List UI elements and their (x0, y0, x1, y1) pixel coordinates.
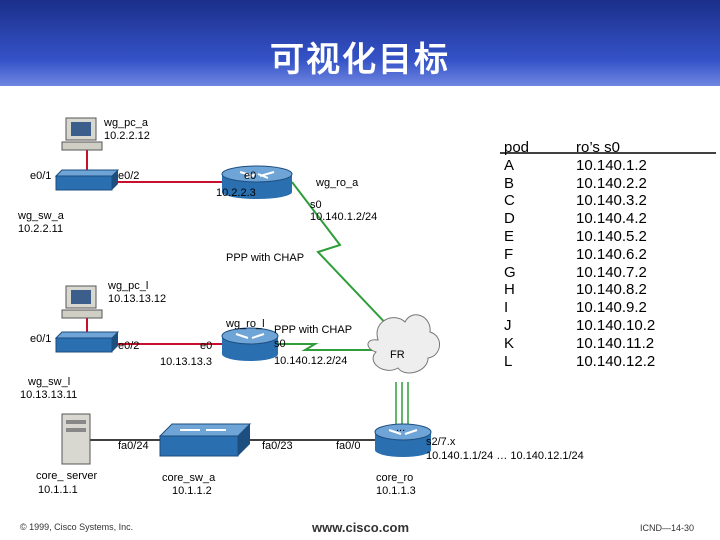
pod-cell: F (504, 245, 514, 263)
ro-l-port-e0: e0 (200, 340, 213, 352)
pc-a-name: wg_pc_a (104, 117, 149, 129)
sw-a-name: wg_sw_a (18, 210, 64, 222)
sw-a-ip: 10.2.2.11 (18, 223, 64, 235)
sw-l-port-e02: e0/2 (118, 340, 140, 352)
pod-cell: E (504, 227, 515, 245)
page-number: ICND—14-30 (640, 523, 695, 533)
ro-s0-cell: 10.140.4.2 (576, 210, 647, 228)
ro-a-name: wg_ro_a (316, 177, 359, 189)
core-ro-port-fa00: fa0/0 (336, 440, 361, 452)
ro-l-port-s0: s0 (274, 338, 286, 350)
pc-a-ip: 10.2.2.12 (104, 130, 150, 142)
ro-a-e0-ip: 10.2.2.3 (216, 187, 256, 199)
ro-s0-cell: 10.140.9.2 (576, 299, 647, 317)
title-band (0, 0, 720, 86)
switch-icon-core (158, 423, 252, 457)
ppp-label-a: PPP with CHAP (226, 252, 305, 264)
router-icon-l (221, 327, 279, 361)
core-ro-s2-label: s2/7.x (426, 436, 456, 448)
sw-l-name: wg_sw_l (28, 376, 71, 388)
sw-a-port-e01: e0/1 (30, 170, 52, 182)
fr-label: FR (390, 349, 405, 361)
ro-s0-cell: 10.140.8.2 (576, 281, 647, 299)
pod-cell: B (504, 174, 515, 192)
core-server-ip: 10.1.1.1 (38, 484, 78, 496)
pod-cell: A (504, 156, 515, 174)
slide-title: 可视化目标 (270, 40, 450, 80)
ro-a-port-e0: e0 (244, 170, 257, 182)
core-ro-ip: 10.1.1.3 (376, 485, 416, 497)
pod-cell: J (504, 316, 512, 334)
pod-cell: H (504, 281, 515, 299)
sw-a-port-e02: e0/2 (118, 170, 140, 182)
core-ro-s2-range: 10.140.1.1/24 … 10.140.12.1/24 (426, 450, 584, 462)
fr-dots: ... (396, 422, 406, 434)
pod-header: pod (504, 139, 530, 156)
ro-a-s0-ip: 10.140.1.2/24 (310, 211, 378, 223)
core-sw-ip: 10.1.1.2 (172, 485, 212, 497)
ro-s0-cell: 10.140.7.2 (576, 263, 647, 281)
router-icon-a (221, 165, 293, 199)
pc-l-name: wg_pc_l (108, 280, 149, 292)
ro-s0-cell: 10.140.10.2 (576, 316, 656, 334)
copyright: © 1999, Cisco Systems, Inc. (20, 522, 134, 532)
link-ppp-ro-a (291, 181, 393, 331)
switch-icon-a (54, 169, 120, 191)
core-server-name: core_ server (36, 470, 98, 482)
core-ro-name: core_ro (376, 472, 414, 484)
footer-url: www.cisco.com (312, 520, 410, 535)
core-sw-port-fa024: fa0/24 (118, 440, 149, 452)
frame-relay-cloud-icon (367, 314, 440, 374)
core-sw-name: core_sw_a (162, 472, 216, 484)
ro-s0-cell: 10.140.1.2 (576, 156, 647, 174)
ro-s0-cell: 10.140.6.2 (576, 245, 647, 263)
pc-icon-l (61, 285, 103, 319)
pod-cell: L (504, 352, 513, 370)
ro-l-s0-ip: 10.140.12.2/24 (274, 355, 348, 367)
link-ppp-ro-l (275, 343, 372, 351)
pod-cell: I (504, 299, 509, 317)
ro-l-name: wg_ro_l (226, 318, 265, 330)
core-sw-port-fa023: fa0/23 (262, 440, 293, 452)
ro-s0-cell: 10.140.12.2 (576, 352, 656, 370)
ro-s0-cell: 10.140.3.2 (576, 192, 647, 210)
pc-icon-a (61, 117, 103, 151)
ro-s0-cell: 10.140.11.2 (576, 334, 655, 352)
ppp-label-l: PPP with CHAP (274, 324, 353, 336)
router-icon-core (374, 423, 432, 457)
ro-s0-header: ro’s s0 (576, 139, 620, 156)
server-icon (61, 413, 91, 465)
sw-l-port-e01: e0/1 (30, 333, 52, 345)
switch-icon-l (54, 331, 120, 353)
pod-cell: C (504, 192, 515, 210)
pod-cell: G (504, 263, 516, 281)
pod-cell: D (504, 210, 515, 228)
ro-s0-cell: 10.140.2.2 (576, 174, 647, 192)
pod-cell: K (504, 334, 515, 352)
ro-l-e0-ip: 10.13.13.3 (160, 356, 212, 368)
pc-l-ip: 10.13.13.12 (108, 293, 167, 305)
sw-l-ip: 10.13.13.11 (20, 389, 78, 401)
ro-s0-cell: 10.140.5.2 (576, 227, 647, 245)
ro-a-port-s0: s0 (310, 199, 322, 211)
